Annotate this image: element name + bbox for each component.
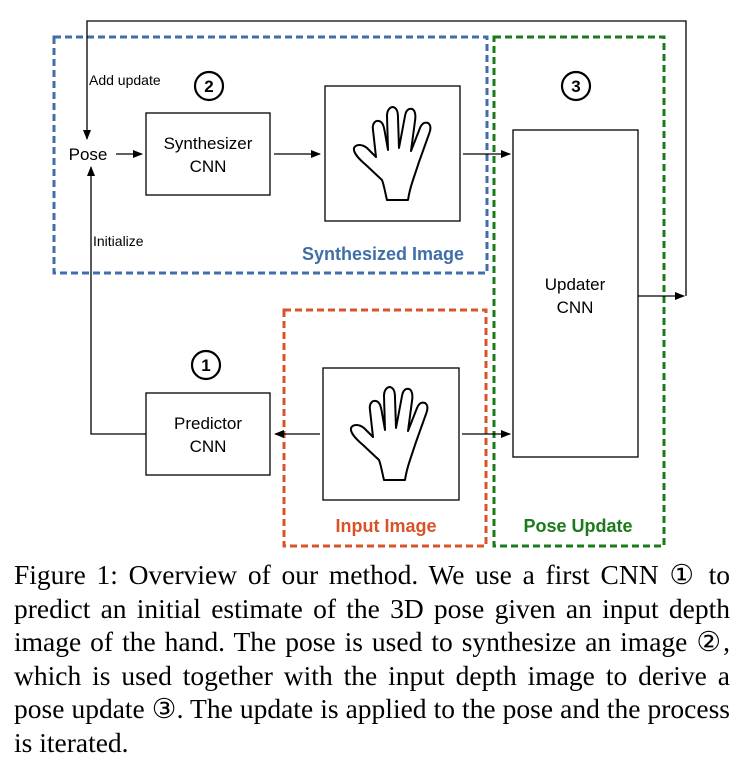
updater-cnn-label: CNN [557,298,594,317]
caption-line: depth image of the hand. The pose is use… [14,592,731,658]
initialize-arrow [87,166,146,435]
input-image-group [282,308,488,548]
synthesizer-cnn-box [145,112,271,196]
synthesized-image-group [52,35,489,275]
synthesizer-cnn-label: CNN [190,157,227,176]
synthesized-hand-box [324,85,461,222]
add-update-label: Add update [89,72,161,88]
updater-cnn-box [512,129,639,458]
synthesizer-label: Synthesizer [164,134,253,153]
badge-three-label: 3 [571,77,580,96]
badge-three-circle [560,70,592,102]
badge-two-circle [193,70,225,102]
synthesized-image-label: Synthesized Image [302,244,464,264]
badge-two-label: 2 [204,77,213,96]
pose-label: Pose [69,145,108,164]
badge-one-label: 1 [201,356,210,375]
predictor-cnn-box [145,392,271,476]
pose-update-group [492,35,666,548]
caption-line: to predict an initial estimate of the 3D… [14,559,731,624]
caption-line: and the process is iterated. [14,693,730,758]
badge-one-circle [190,349,222,381]
initialize-label: Initialize [93,233,144,249]
caption-line: Figure 1: Overview of our method. We use… [14,559,698,590]
method-diagram: Pose Synthesizer CNN Predictor CNN Updat… [52,20,687,548]
caption-line: image ②, which is used together with the… [14,626,730,691]
input-hand-box [322,367,460,501]
add-update-arrow [83,20,687,296]
predictor-label: Predictor [174,414,242,433]
predictor-cnn-label: CNN [190,437,227,456]
input-image-label: Input Image [335,516,436,536]
pose-update-label: Pose Update [523,516,632,536]
updater-label: Updater [545,275,606,294]
caption-line: to derive a pose update ③. The update is… [14,659,730,725]
figure-caption: Figure 1: Overview of our method. We use… [14,558,730,759]
